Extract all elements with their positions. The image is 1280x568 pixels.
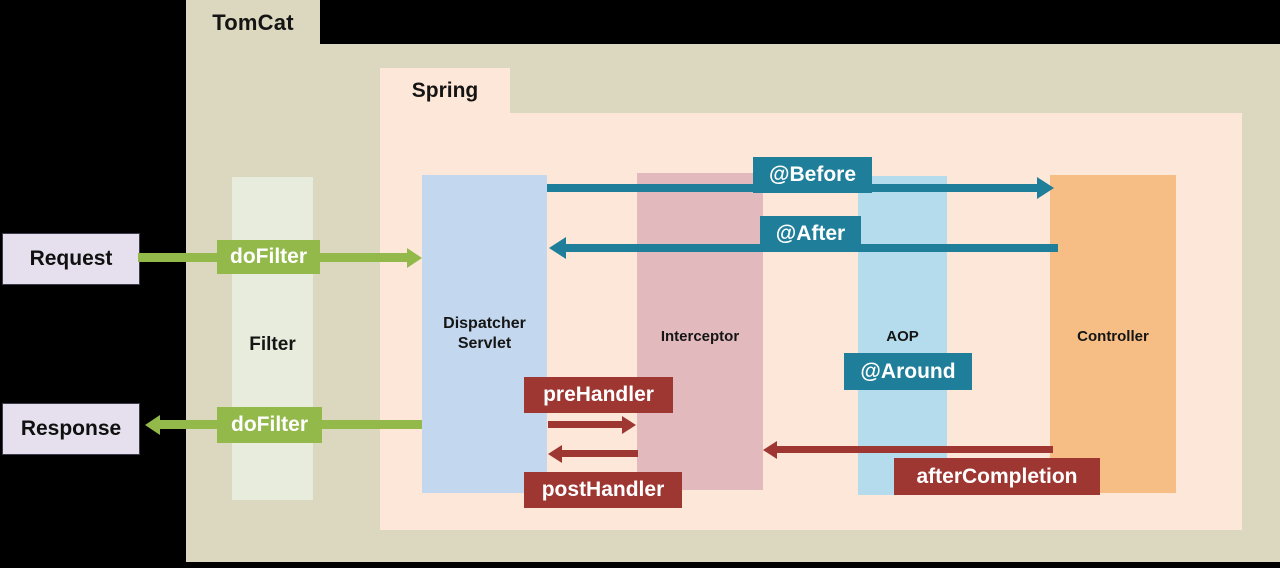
tomcat-tab: TomCat (186, 0, 320, 45)
pre-handler-flow-line (548, 421, 624, 428)
column-controller (1050, 175, 1176, 493)
after-tag: @After (760, 216, 861, 252)
post-handler-label: postHandler (541, 478, 665, 501)
column-interceptor (637, 173, 763, 490)
request-flow-arrowhead (407, 247, 422, 268)
spring-tab: Spring (380, 68, 510, 114)
pre-handler-tag: preHandler (524, 377, 673, 413)
do-filter-response-tag: doFilter (217, 407, 322, 443)
before-label: @Before (769, 163, 856, 186)
after-label: @After (775, 222, 846, 245)
post-handler-flow-line (562, 450, 638, 457)
post-handler-flow-arrowhead (548, 444, 562, 463)
spring-label: Spring (411, 79, 479, 102)
around-label: @Around (860, 359, 956, 383)
post-handler-tag: postHandler (524, 472, 682, 508)
column-dispatcher-servlet (422, 175, 547, 493)
response-flow-arrowhead (145, 414, 160, 435)
around-tag: @Around (844, 353, 972, 390)
response-box: Response (2, 403, 140, 455)
after-flow-arrowhead (549, 237, 566, 259)
response-label: Response (20, 417, 122, 440)
after-completion-tag: afterCompletion (894, 458, 1100, 495)
after-completion-flow-arrowhead (763, 440, 777, 459)
tomcat-label: TomCat (212, 9, 294, 35)
do-filter-response-label: doFilter (231, 413, 308, 436)
after-completion-flow-line (777, 446, 1053, 453)
column-filter (232, 177, 313, 500)
do-filter-request-label: doFilter (230, 245, 307, 268)
pre-handler-label: preHandler (543, 383, 654, 406)
request-label: Request (29, 247, 113, 270)
before-flow-arrowhead (1037, 177, 1054, 199)
pre-handler-flow-arrowhead (622, 415, 636, 434)
after-completion-label: afterCompletion (916, 464, 1078, 488)
do-filter-request-tag: doFilter (217, 240, 320, 274)
column-aop (858, 176, 947, 495)
before-tag: @Before (753, 157, 872, 193)
request-box: Request (2, 233, 140, 285)
